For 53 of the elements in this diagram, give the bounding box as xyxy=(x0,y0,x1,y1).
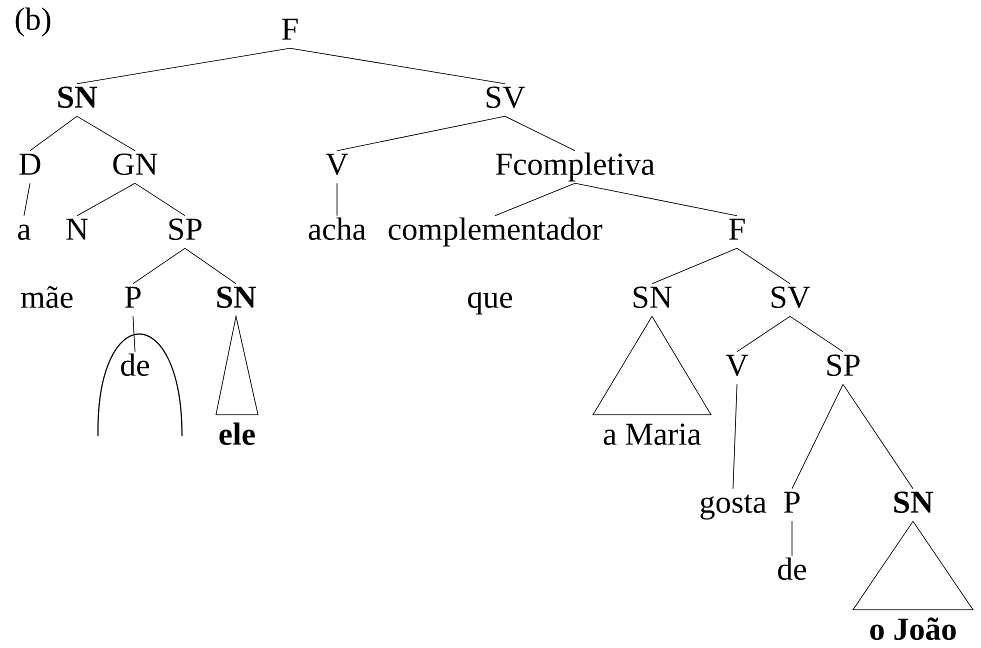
branch-line xyxy=(184,248,236,284)
tree-node-label: V xyxy=(726,354,748,376)
branch-line xyxy=(76,182,136,216)
tree-node-label: SN xyxy=(217,286,256,308)
tree-node-label: SN xyxy=(634,286,672,308)
branch-line xyxy=(732,384,738,490)
branch-line xyxy=(842,384,914,490)
tree-node-label: SP xyxy=(827,354,860,376)
branch-line xyxy=(652,248,738,284)
tree-node-label: SV xyxy=(486,86,526,108)
tree-node-label: SN xyxy=(58,86,98,108)
branch-line xyxy=(790,316,844,352)
tree-node-label: F xyxy=(282,18,298,40)
branch-line xyxy=(76,116,136,152)
branch-line xyxy=(134,182,186,216)
tree-node-label: o João xyxy=(870,617,956,640)
tree-node-label: GN xyxy=(113,154,158,175)
panel-label: (b) xyxy=(16,8,50,36)
branch-line xyxy=(132,316,136,352)
tree-node-label: D xyxy=(19,154,40,175)
branch-line xyxy=(76,48,290,84)
tree-node-label: de xyxy=(121,354,149,376)
tree-node-label: P xyxy=(125,286,141,308)
branch-line xyxy=(574,182,738,216)
tree-node-label: a xyxy=(18,224,31,240)
tree-node-label: SV xyxy=(772,286,810,308)
tree-node-label: ele xyxy=(219,422,255,445)
tree-node-label: V xyxy=(326,154,348,176)
tree-node-label: F xyxy=(729,218,745,240)
branch-line xyxy=(736,316,790,352)
tree-node-label: N xyxy=(66,218,88,240)
tree-node-label: P xyxy=(784,492,800,513)
branch-line xyxy=(792,384,844,490)
tree-node-label: mãe xyxy=(21,286,73,308)
branch-line xyxy=(736,248,790,284)
tree-node-label: de xyxy=(778,558,806,580)
tree-node-label: acha xyxy=(308,218,366,240)
tree-node-label: gosta xyxy=(700,494,766,520)
branch-line xyxy=(504,116,576,152)
branch-line xyxy=(290,48,506,84)
tree-node-label: Fcompletiva xyxy=(496,152,655,182)
branch-line xyxy=(30,116,78,152)
branch-line xyxy=(132,248,186,284)
tree-node-label: SN xyxy=(894,492,934,513)
branch-line xyxy=(494,182,576,216)
tree-node-label: complementador xyxy=(388,218,602,246)
branch-line xyxy=(336,182,338,216)
branch-line xyxy=(336,116,506,152)
tree-node-label: a Maria xyxy=(604,424,701,445)
branch-line xyxy=(24,182,30,216)
tree-node-label: SP xyxy=(169,218,202,240)
triangle-branch xyxy=(216,314,258,416)
tree-node-label: que xyxy=(468,292,512,314)
